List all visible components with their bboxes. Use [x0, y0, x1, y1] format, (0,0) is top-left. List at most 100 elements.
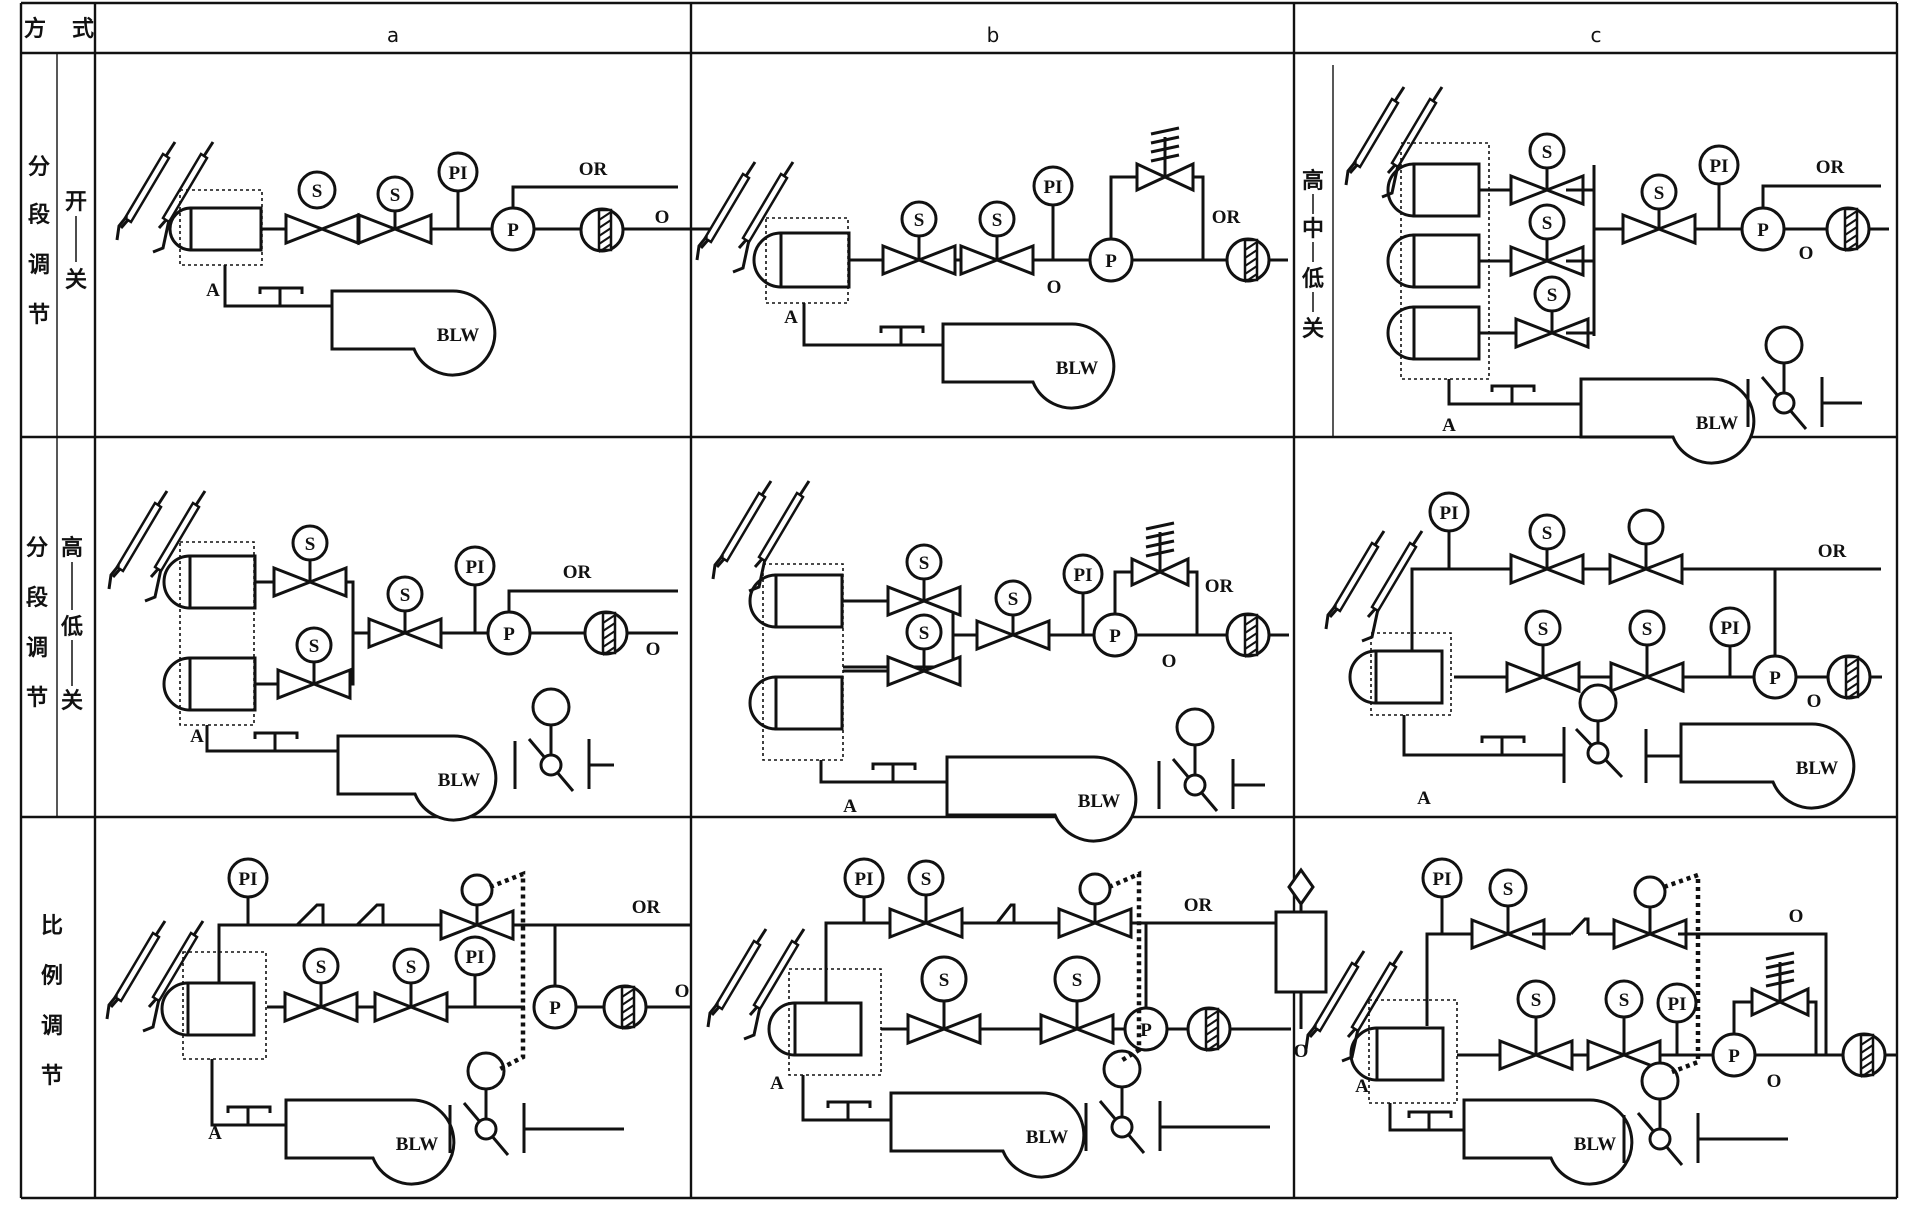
pipe-line: [1765, 969, 1795, 979]
pipe-line: [1205, 1026, 1219, 1036]
pipe-line: [111, 568, 122, 578]
solenoid-actuator-label: S: [1547, 285, 1558, 306]
svg-text:节: 节: [28, 303, 50, 328]
table-grid: [19, 1, 1899, 1200]
burner-gun: [752, 939, 800, 1011]
pressure-gauge-label: PI: [466, 947, 485, 968]
blower-label: BLW: [1574, 1134, 1617, 1155]
proportional-actuator: [1078, 872, 1112, 906]
valve-body: [284, 212, 327, 246]
air-label: A: [843, 796, 857, 817]
valve-body: [357, 212, 400, 246]
solenoid-actuator: [1053, 955, 1101, 1003]
burner-body: [1412, 305, 1481, 361]
valve-body: [439, 908, 482, 942]
burner-assembly-outline: [182, 951, 267, 1060]
valve-body: [1505, 660, 1548, 694]
pressure-gauge: [454, 545, 496, 587]
valve-body: [906, 1012, 949, 1046]
valve-body: [316, 990, 359, 1024]
burner-body: [188, 554, 257, 610]
pipe-line: [152, 219, 171, 254]
pipe-line: [1402, 715, 1564, 757]
pipe-line: [144, 568, 163, 603]
burner-gun: [741, 172, 789, 244]
column-header-c: c: [1591, 23, 1602, 47]
valve-body: [472, 908, 515, 942]
pressure-gauge-label: PI: [1668, 994, 1687, 1015]
oil-pump-label: P: [1769, 668, 1781, 689]
oil-label: O: [1047, 277, 1062, 298]
pressure-gauge-label: PI: [449, 163, 468, 184]
solenoid-actuator-label: S: [919, 623, 930, 644]
pipe-line: [355, 903, 385, 927]
svg-text:低: 低: [60, 615, 83, 640]
pipe-line: [1844, 218, 1858, 228]
oil-return-label: OR: [1212, 207, 1241, 228]
oil-label: O: [1767, 1071, 1782, 1092]
blower-label: BLW: [1796, 758, 1839, 779]
pipe-line: [1150, 135, 1180, 145]
row1-main-label: 分 段 调 节: [28, 155, 50, 328]
svg-text:调: 调: [41, 1014, 63, 1039]
burner-gun: [1352, 97, 1400, 169]
pipe-line: [1844, 210, 1858, 220]
blower-label: BLW: [1078, 791, 1121, 812]
pipe-line: [295, 903, 325, 927]
burner-assembly-outline: [1370, 632, 1452, 716]
valve-body: [1608, 552, 1651, 586]
pipe-line: [1366, 608, 1377, 618]
solenoid-actuator-label: S: [1542, 142, 1553, 163]
pipe-line: [1566, 165, 1596, 336]
pressure-gauge: [1709, 606, 1751, 648]
pipe-line: [1411, 530, 1424, 546]
solenoid-actuator-label: S: [1542, 213, 1553, 234]
air-label: A: [1355, 1076, 1369, 1097]
pressure-gauge: [454, 935, 496, 977]
solenoid-actuator-label: S: [1072, 970, 1083, 991]
burner-gun: [757, 491, 805, 563]
svg-text:关: 关: [1302, 317, 1324, 342]
pipe-line: [1569, 917, 1590, 936]
pipe-line: [755, 928, 768, 944]
pipe-line: [602, 638, 616, 648]
cell-1c-sub-label: 高 中 低 关: [1301, 168, 1324, 342]
pipe-line: [598, 227, 612, 237]
blower-housing: [1679, 722, 1856, 810]
strainer-element: [601, 611, 617, 655]
burner-gun: [153, 501, 201, 573]
solenoid-actuator-label: S: [992, 210, 1003, 231]
pipe-line: [1244, 265, 1258, 275]
pipe-line: [1844, 242, 1858, 252]
pressure-gauge: [1032, 165, 1074, 207]
valve-body: [276, 667, 319, 701]
burner-head: [168, 206, 192, 252]
pipe-line: [1765, 960, 1795, 970]
valve-body: [373, 990, 416, 1024]
pipe-line: [1845, 674, 1859, 684]
solenoid-actuator-1-label: S: [312, 181, 323, 202]
solenoid-actuator: [920, 955, 968, 1003]
pipe-line: [798, 480, 811, 496]
pipe-line: [205, 725, 338, 753]
solenoid-actuator-label: S: [939, 970, 950, 991]
pipe-line: [1150, 126, 1180, 136]
pipe-line: [1324, 604, 1338, 630]
blower-label: BLW: [1696, 413, 1739, 434]
pressure-gauge: [1062, 553, 1104, 595]
solenoid-actuator-label: S: [1531, 990, 1542, 1011]
valve-body: [921, 906, 964, 940]
valve-body: [1621, 212, 1664, 246]
valve-body: [406, 990, 449, 1024]
svg-text:开: 开: [65, 190, 87, 215]
solenoid-actuator-label: S: [406, 957, 417, 978]
solenoid-actuator-label: S: [1538, 619, 1549, 640]
blower-label: BLW: [437, 325, 480, 346]
svg-text:分: 分: [28, 155, 50, 180]
solenoid-actuator-label: S: [1542, 523, 1553, 544]
burner-head: [767, 1001, 796, 1057]
valve-body: [1135, 161, 1169, 193]
